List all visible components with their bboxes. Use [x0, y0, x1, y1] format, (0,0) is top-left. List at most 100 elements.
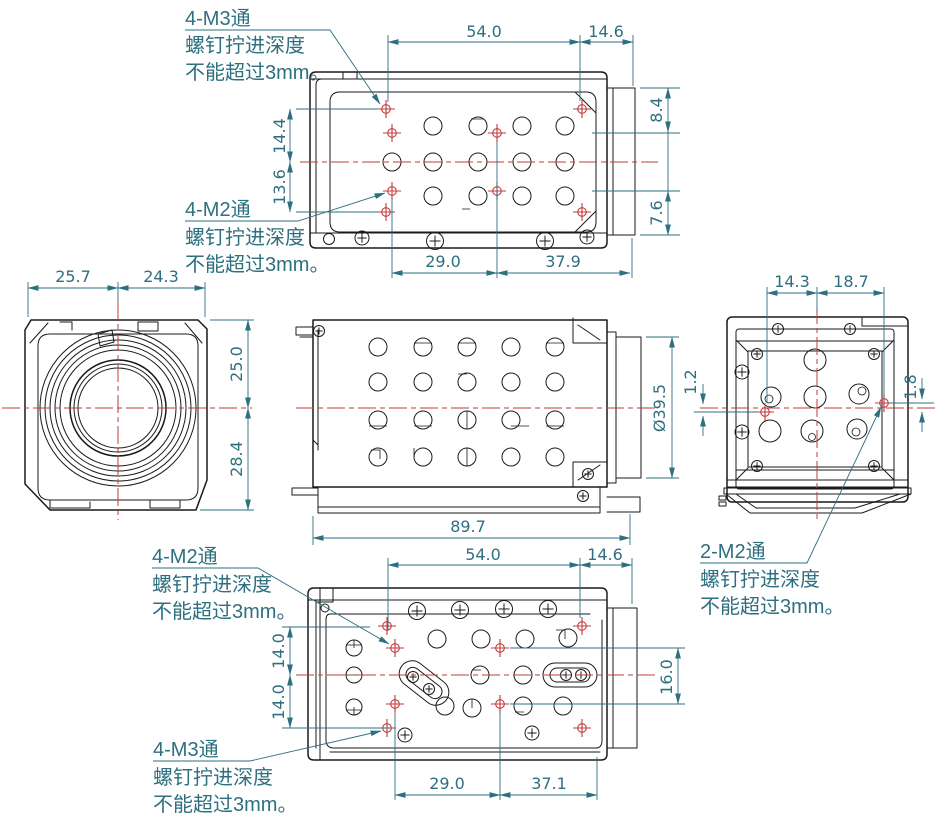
screw-position-marker — [490, 694, 510, 714]
hole-inner-detail — [857, 386, 867, 396]
hole-icon — [555, 116, 575, 136]
side-view-details — [291, 317, 641, 514]
dim-value: 14.4 — [270, 118, 289, 154]
dim-value: 7.6 — [647, 200, 666, 225]
screw-icon — [577, 490, 589, 502]
dim-value: 18.7 — [833, 272, 869, 291]
annotation-text: 螺钉拧进深度 — [700, 568, 820, 591]
dim-value: 14.6 — [588, 22, 624, 41]
annotation-m3-top: 4-M3通 螺钉拧进深度 不能超过3mm。 — [185, 7, 381, 105]
leader-line — [185, 192, 386, 222]
screw-position-marker — [572, 616, 592, 636]
screw-icon — [495, 600, 513, 618]
hole-icon — [413, 372, 433, 392]
annotation-m2-mid: 4-M2通 螺钉拧进深度 不能超过3mm。 — [185, 192, 386, 276]
leader-line — [185, 29, 381, 105]
hole-icon — [468, 186, 488, 206]
dim-value: 1.8 — [901, 374, 920, 399]
hole-icon — [471, 629, 491, 649]
hole-icon — [457, 337, 477, 357]
hole-detail-lines — [346, 640, 362, 715]
rear-inner-plate — [747, 350, 883, 468]
bottom-view-dimensions: 54.0 14.6 14.0 14.0 16.0 29.0 37.1 — [269, 545, 685, 800]
extension-lines — [694, 287, 934, 413]
hole-icon — [423, 116, 443, 136]
screw-icon — [408, 602, 426, 620]
rear-view-crosshair — [700, 306, 938, 523]
dim-value: 16.0 — [657, 659, 676, 695]
annotation-text: 不能超过3mm。 — [185, 61, 329, 84]
extension-lines — [296, 35, 680, 278]
screw-icon — [734, 364, 750, 380]
leader-line — [700, 406, 882, 564]
annotation-text: 不能超过3mm。 — [152, 600, 296, 623]
hole-icon — [501, 372, 521, 392]
hole-icon — [512, 116, 532, 136]
front-view: 25.7 24.3 25.0 28.4 — [2, 267, 254, 520]
rear-view-outline — [718, 316, 912, 514]
dim-value: 25.7 — [55, 267, 91, 286]
side-view-outline — [291, 317, 642, 514]
annotation-text: 螺钉拧进深度 — [185, 226, 305, 249]
dim-value: 14.6 — [587, 545, 623, 564]
screw-icon — [536, 232, 554, 250]
bottom-view: 54.0 14.6 14.0 14.0 16.0 29.0 37.1 — [269, 545, 685, 800]
corner-hole — [323, 233, 335, 245]
dim-value: 54.0 — [465, 545, 501, 564]
front-view-dimensions: 25.7 24.3 25.0 28.4 — [27, 267, 254, 511]
slot-left — [398, 660, 450, 706]
bottom-view-body-outline — [307, 587, 608, 761]
top-view-outline — [309, 71, 636, 250]
hole-icon — [558, 628, 578, 648]
bottom-view-outline — [307, 587, 638, 761]
rear-view-holes — [758, 348, 870, 443]
side-view-holes — [368, 337, 565, 467]
rear-view-dimensions: 14.3 18.7 1.2 1.8 — [681, 272, 934, 436]
bottom-view-inner-details — [307, 587, 608, 761]
top-view-dimensions: 54.0 14.6 14.4 13.6 8.4 7.6 29.0 37.9 — [270, 22, 680, 278]
dim-value: 14.3 — [774, 272, 810, 291]
annotation-m2-rear: 2-M2通 螺钉拧进深度 不能超过3mm。 — [700, 406, 882, 618]
dim-value: Ø39.5 — [650, 384, 669, 432]
screw-icon — [451, 601, 469, 619]
hole-icon — [545, 372, 565, 392]
screw-position-marker — [572, 99, 592, 119]
hole-icon — [501, 447, 521, 467]
extension-lines — [282, 558, 685, 800]
screw-position-marker — [385, 694, 405, 714]
screw-position-marker — [376, 99, 396, 119]
hole-icon — [545, 337, 565, 357]
rear-inner-frame — [735, 328, 895, 490]
rear-view: 14.3 18.7 1.2 1.8 — [681, 272, 938, 523]
hole-inner-detail — [808, 433, 816, 441]
hole-icon — [423, 186, 443, 206]
front-view-outline — [24, 319, 208, 511]
screw-icon — [397, 727, 413, 743]
hole-inner-detail — [764, 394, 774, 404]
screw-position-marker — [377, 616, 397, 636]
annotation-text: 4-M3通 — [185, 7, 251, 30]
dim-value: 89.7 — [450, 517, 486, 536]
hole-detail-lines — [471, 629, 566, 713]
annotation-text: 不能超过3mm。 — [700, 595, 844, 618]
dim-value: 14.0 — [269, 633, 288, 669]
hole-icon — [553, 696, 573, 716]
front-view-crosshair — [2, 302, 252, 520]
front-view-details — [29, 321, 203, 509]
screw-icon — [524, 725, 540, 741]
screw-position-marker — [382, 123, 402, 143]
screw-icon — [423, 683, 435, 695]
dim-value: 1.2 — [681, 369, 700, 394]
hole-detail-lines — [462, 118, 483, 210]
screw-icon — [539, 600, 557, 618]
hole-icon — [758, 419, 782, 443]
front-view-body-outline — [24, 319, 208, 511]
screw-position-marker — [385, 638, 405, 658]
annotation-text: 螺钉拧进深度 — [153, 766, 273, 789]
hole-icon — [435, 696, 455, 716]
hole-icon — [760, 386, 782, 408]
screw-position-marker — [487, 123, 507, 143]
screw-position-marker — [382, 181, 402, 201]
